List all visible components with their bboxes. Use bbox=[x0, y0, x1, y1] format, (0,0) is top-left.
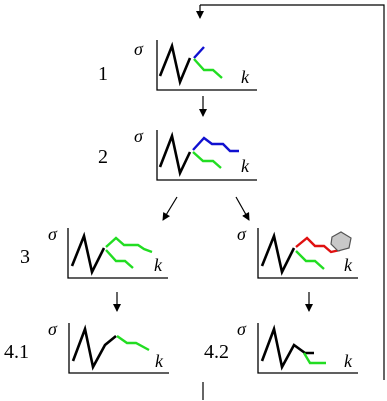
step-label-1: 1 bbox=[98, 63, 108, 85]
axes bbox=[156, 40, 257, 91]
step-3b: σ k bbox=[237, 224, 358, 279]
plot-3: σ k bbox=[48, 224, 168, 279]
blue-branch bbox=[193, 46, 205, 59]
green-branch bbox=[192, 151, 222, 169]
y-axis-symbol: σ bbox=[134, 126, 144, 146]
history-curve bbox=[158, 131, 192, 178]
y-axis-symbol: σ bbox=[48, 224, 58, 244]
step-label-4-1: 4.1 bbox=[4, 341, 29, 363]
green-branch bbox=[295, 250, 325, 270]
red-branch bbox=[295, 236, 341, 254]
x-axis-symbol: k bbox=[241, 67, 250, 87]
step-4-1: 4.1 σ k bbox=[4, 319, 169, 374]
axes bbox=[67, 228, 168, 279]
y-axis-symbol: σ bbox=[48, 319, 58, 339]
history-curve bbox=[158, 41, 192, 87]
axes bbox=[68, 323, 169, 374]
y-axis-symbol: σ bbox=[237, 224, 247, 244]
plot-1: σ k bbox=[134, 39, 257, 91]
axes bbox=[257, 228, 358, 279]
x-axis-symbol: k bbox=[344, 255, 353, 275]
step-3: 3 σ k bbox=[20, 224, 168, 279]
axes bbox=[257, 323, 358, 374]
green-branch-upper bbox=[105, 236, 153, 254]
y-axis-symbol: σ bbox=[237, 319, 247, 339]
obstacle-icon bbox=[330, 231, 352, 252]
green-branch bbox=[116, 335, 150, 352]
green-branch bbox=[302, 352, 326, 365]
history-curve bbox=[260, 324, 314, 371]
x-axis-symbol: k bbox=[155, 351, 164, 371]
step-label-3: 3 bbox=[20, 246, 30, 268]
history-curve bbox=[71, 324, 117, 371]
arrow-2-3b bbox=[235, 196, 250, 221]
green-branch bbox=[193, 58, 223, 79]
step-label-2: 2 bbox=[98, 146, 108, 168]
step-2: 2 σ k bbox=[98, 126, 257, 181]
history-curve bbox=[260, 231, 296, 276]
green-branch-lower bbox=[105, 249, 134, 269]
axes bbox=[156, 130, 257, 181]
step-label-4-2: 4.2 bbox=[204, 341, 229, 363]
feedback-loop bbox=[196, 4, 385, 400]
plot-4-2: σ k bbox=[237, 319, 358, 374]
x-axis-symbol: k bbox=[154, 255, 163, 275]
plot-3b: σ k bbox=[237, 224, 358, 279]
step-4-2: 4.2 σ k bbox=[204, 319, 358, 374]
y-axis-symbol: σ bbox=[134, 39, 144, 59]
blue-branch bbox=[192, 136, 239, 153]
plot-2: σ k bbox=[134, 126, 257, 181]
x-axis-symbol: k bbox=[344, 351, 353, 371]
step-1: 1 σ k bbox=[98, 39, 257, 91]
history-curve bbox=[70, 231, 106, 276]
x-axis-symbol: k bbox=[241, 156, 250, 176]
feedback-line bbox=[200, 4, 385, 380]
arrow-2-3 bbox=[162, 196, 178, 221]
plot-4-1: σ k bbox=[48, 319, 169, 374]
